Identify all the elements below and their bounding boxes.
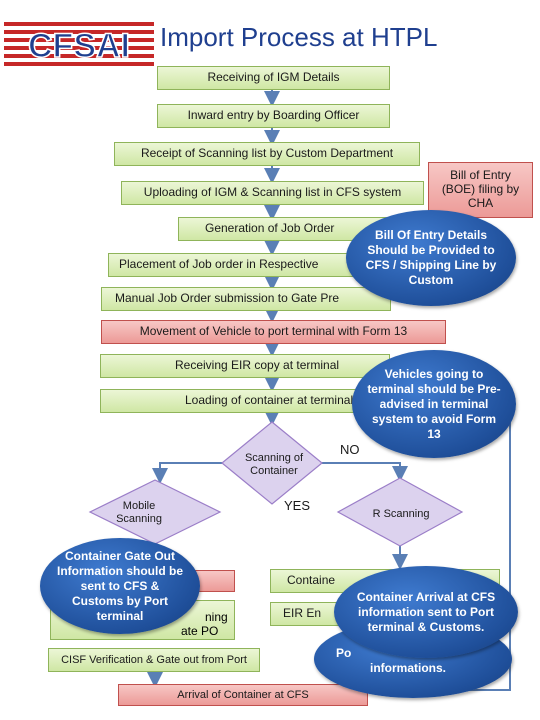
no-label: NO bbox=[340, 442, 360, 457]
step-receipt-scanning-list: Receipt of Scanning list by Custom Depar… bbox=[114, 142, 420, 166]
step-movement-vehicle: Movement of Vehicle to port terminal wit… bbox=[101, 320, 446, 344]
step-manual-job-order: Manual Job Order submission to Gate Pre bbox=[101, 287, 391, 311]
step-inward-entry: Inward entry by Boarding Officer bbox=[157, 104, 390, 128]
callout-preadvised: Vehicles going to terminal should be Pre… bbox=[352, 350, 516, 458]
step-receiving-igm: Receiving of IGM Details bbox=[157, 66, 390, 90]
step-placement-job-order: Placement of Job order in Respective bbox=[108, 253, 368, 277]
cfsai-logo: CFSAI bbox=[4, 22, 154, 66]
callout-gate-out: Container Gate Out Information should be… bbox=[40, 538, 200, 634]
yes-label: YES bbox=[284, 498, 311, 513]
callout-informations-text: informations. bbox=[370, 661, 447, 675]
page-title: Import Process at HTPL bbox=[160, 22, 438, 52]
callout-po-text: Po bbox=[336, 646, 352, 660]
decision-scanning-container: Scanning of Container bbox=[244, 452, 304, 477]
step-uploading-igm: Uploading of IGM & Scanning list in CFS … bbox=[121, 181, 424, 205]
callout-arrival-info: Container Arrival at CFS information sen… bbox=[334, 566, 518, 658]
decision-r-scanning: R Scanning bbox=[372, 508, 430, 520]
step-loading-container: Loading of container at terminal bbox=[100, 389, 390, 413]
step-ate-po-text: ate PO bbox=[181, 624, 219, 638]
boe-filing-box: Bill of Entry (BOE) filing by CHA bbox=[428, 162, 533, 218]
step-cisf-verification: CISF Verification & Gate out from Port bbox=[48, 648, 260, 672]
step-arrival-cfs: Arrival of Container at CFS bbox=[118, 684, 368, 706]
logo-text: CFSAI bbox=[28, 27, 130, 65]
callout-boe-details: Bill Of Entry Details Should be Provided… bbox=[346, 210, 516, 306]
step-receiving-eir: Receiving EIR copy at terminal bbox=[100, 354, 390, 378]
step-ning-text: ning bbox=[205, 610, 228, 624]
decision-mobile-scanning: Mobile Scanning bbox=[116, 500, 162, 525]
